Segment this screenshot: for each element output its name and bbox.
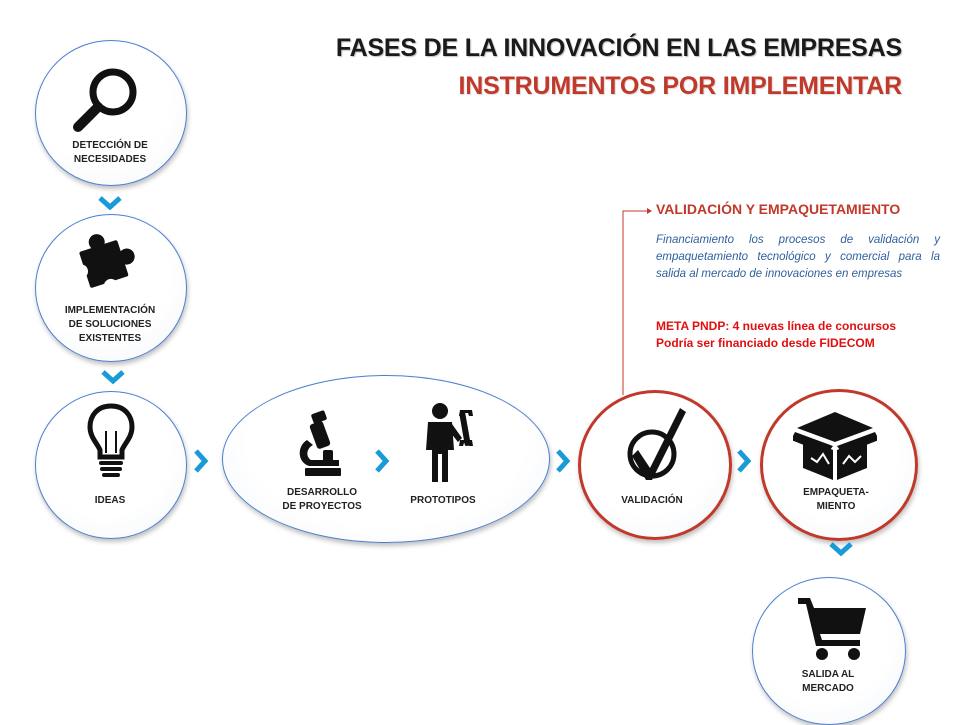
chevron-down-icon	[101, 370, 125, 385]
callout-meta-line2: Podría ser financiado desde FIDECOM	[656, 336, 875, 350]
chevron-right-icon	[556, 449, 571, 473]
light-bulb-icon	[87, 403, 135, 477]
check-box-icon	[627, 408, 686, 480]
open-box-icon	[793, 412, 877, 480]
shopping-cart-icon	[798, 598, 866, 660]
callout-meta: META PNDP: 4 nuevas línea de concursos P…	[656, 318, 946, 352]
mechanic-person-icon	[426, 403, 473, 482]
magnifier-icon	[73, 68, 137, 132]
stage-market-label: SALIDA AL MERCADO	[801, 669, 855, 694]
stage-packaging-label: EMPAQUETA- MIENTO	[803, 487, 869, 512]
chevron-right-icon	[737, 449, 752, 473]
callout-description: Financiamiento los procesos de validació…	[656, 234, 940, 280]
chevron-right-icon	[375, 449, 390, 473]
chevron-right-icon	[194, 449, 209, 473]
stage-market	[752, 577, 906, 725]
puzzle-piece-icon	[74, 234, 135, 293]
chevron-down-icon	[98, 196, 122, 211]
callout-heading: VALIDACIÓN Y EMPAQUETAMIENTO	[656, 201, 901, 217]
stage-implementation-label: IMPLEMENTACIÓN DE SOLUCIONES EXISTENTES	[64, 305, 156, 344]
microscope-icon	[299, 410, 341, 476]
stage-validation-label: VALIDACIÓN	[621, 495, 683, 506]
page-title: FASES DE LA INNOVACIÓN EN LAS EMPRESAS	[335, 34, 902, 62]
stage-prototypes-label: PROTOTIPOS	[410, 495, 476, 506]
stage-ideas-label: IDEAS	[94, 495, 126, 506]
chevron-down-icon	[829, 542, 853, 557]
page-subtitle: INSTRUMENTOS POR IMPLEMENTAR	[458, 72, 903, 100]
stage-detection-label: DETECCIÓN DE NECESIDADES	[72, 140, 148, 165]
callout-meta-line1: META PNDP: 4 nuevas línea de concursos	[656, 319, 897, 333]
stage-development-label: DESARROLLO DE PROYECTOS	[282, 487, 362, 512]
